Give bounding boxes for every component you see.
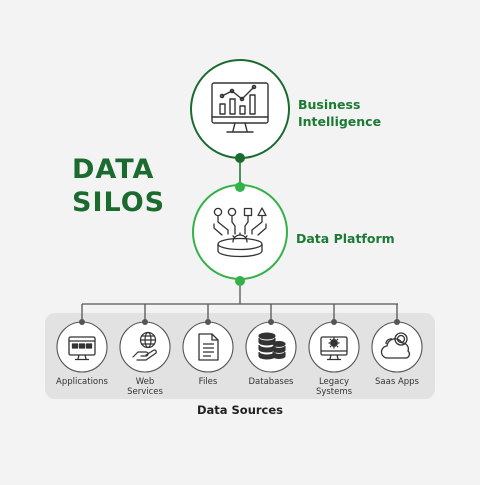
monitor-chart-icon xyxy=(211,82,269,133)
file-icon xyxy=(198,333,219,361)
bi-label-line-2: Intelligence xyxy=(298,114,382,129)
platform-top-connector-dot xyxy=(235,182,245,192)
data-platform-label: Data Platform xyxy=(296,231,395,246)
source-label: Files xyxy=(173,377,243,387)
source-label-line-1: Files xyxy=(198,377,218,387)
source-label-line-1: Databases xyxy=(248,377,294,387)
data-platform-icon xyxy=(213,207,267,258)
source-label-line-1: Legacy xyxy=(318,377,350,387)
database-icon xyxy=(258,332,286,360)
web-services-icon xyxy=(132,331,157,361)
source-label: Web Services xyxy=(110,377,180,397)
data-platform-node xyxy=(192,184,288,280)
bi-label-line-1: Business xyxy=(298,97,361,112)
source-label-line-2: Services xyxy=(127,387,163,397)
source-label: Saas Apps xyxy=(362,377,432,387)
source-label-line-1: Applications xyxy=(56,377,108,387)
source-label-line-1: Saas Apps xyxy=(375,377,419,387)
source-node xyxy=(245,319,297,373)
source-label: Databases xyxy=(236,377,306,387)
business-intelligence-label: Business Intelligence xyxy=(298,96,381,130)
data-sources-caption: Data Sources xyxy=(196,403,284,417)
legacy-systems-icon xyxy=(320,336,348,361)
source-label-line-1: Web xyxy=(135,377,155,387)
bi-connector-dot xyxy=(235,153,245,163)
title-line-2: SILOS xyxy=(72,187,166,218)
source-label-line-2: Systems xyxy=(315,387,353,397)
title-line-1: DATA xyxy=(72,154,155,185)
platform-bottom-connector-dot xyxy=(235,276,245,286)
diagram-title: DATA SILOS xyxy=(72,153,165,219)
source-node xyxy=(182,319,234,373)
source-label: Applications xyxy=(47,377,117,387)
cloud-gear-icon xyxy=(380,332,411,359)
source-label: Legacy Systems xyxy=(299,377,369,397)
applications-icon xyxy=(68,336,96,361)
